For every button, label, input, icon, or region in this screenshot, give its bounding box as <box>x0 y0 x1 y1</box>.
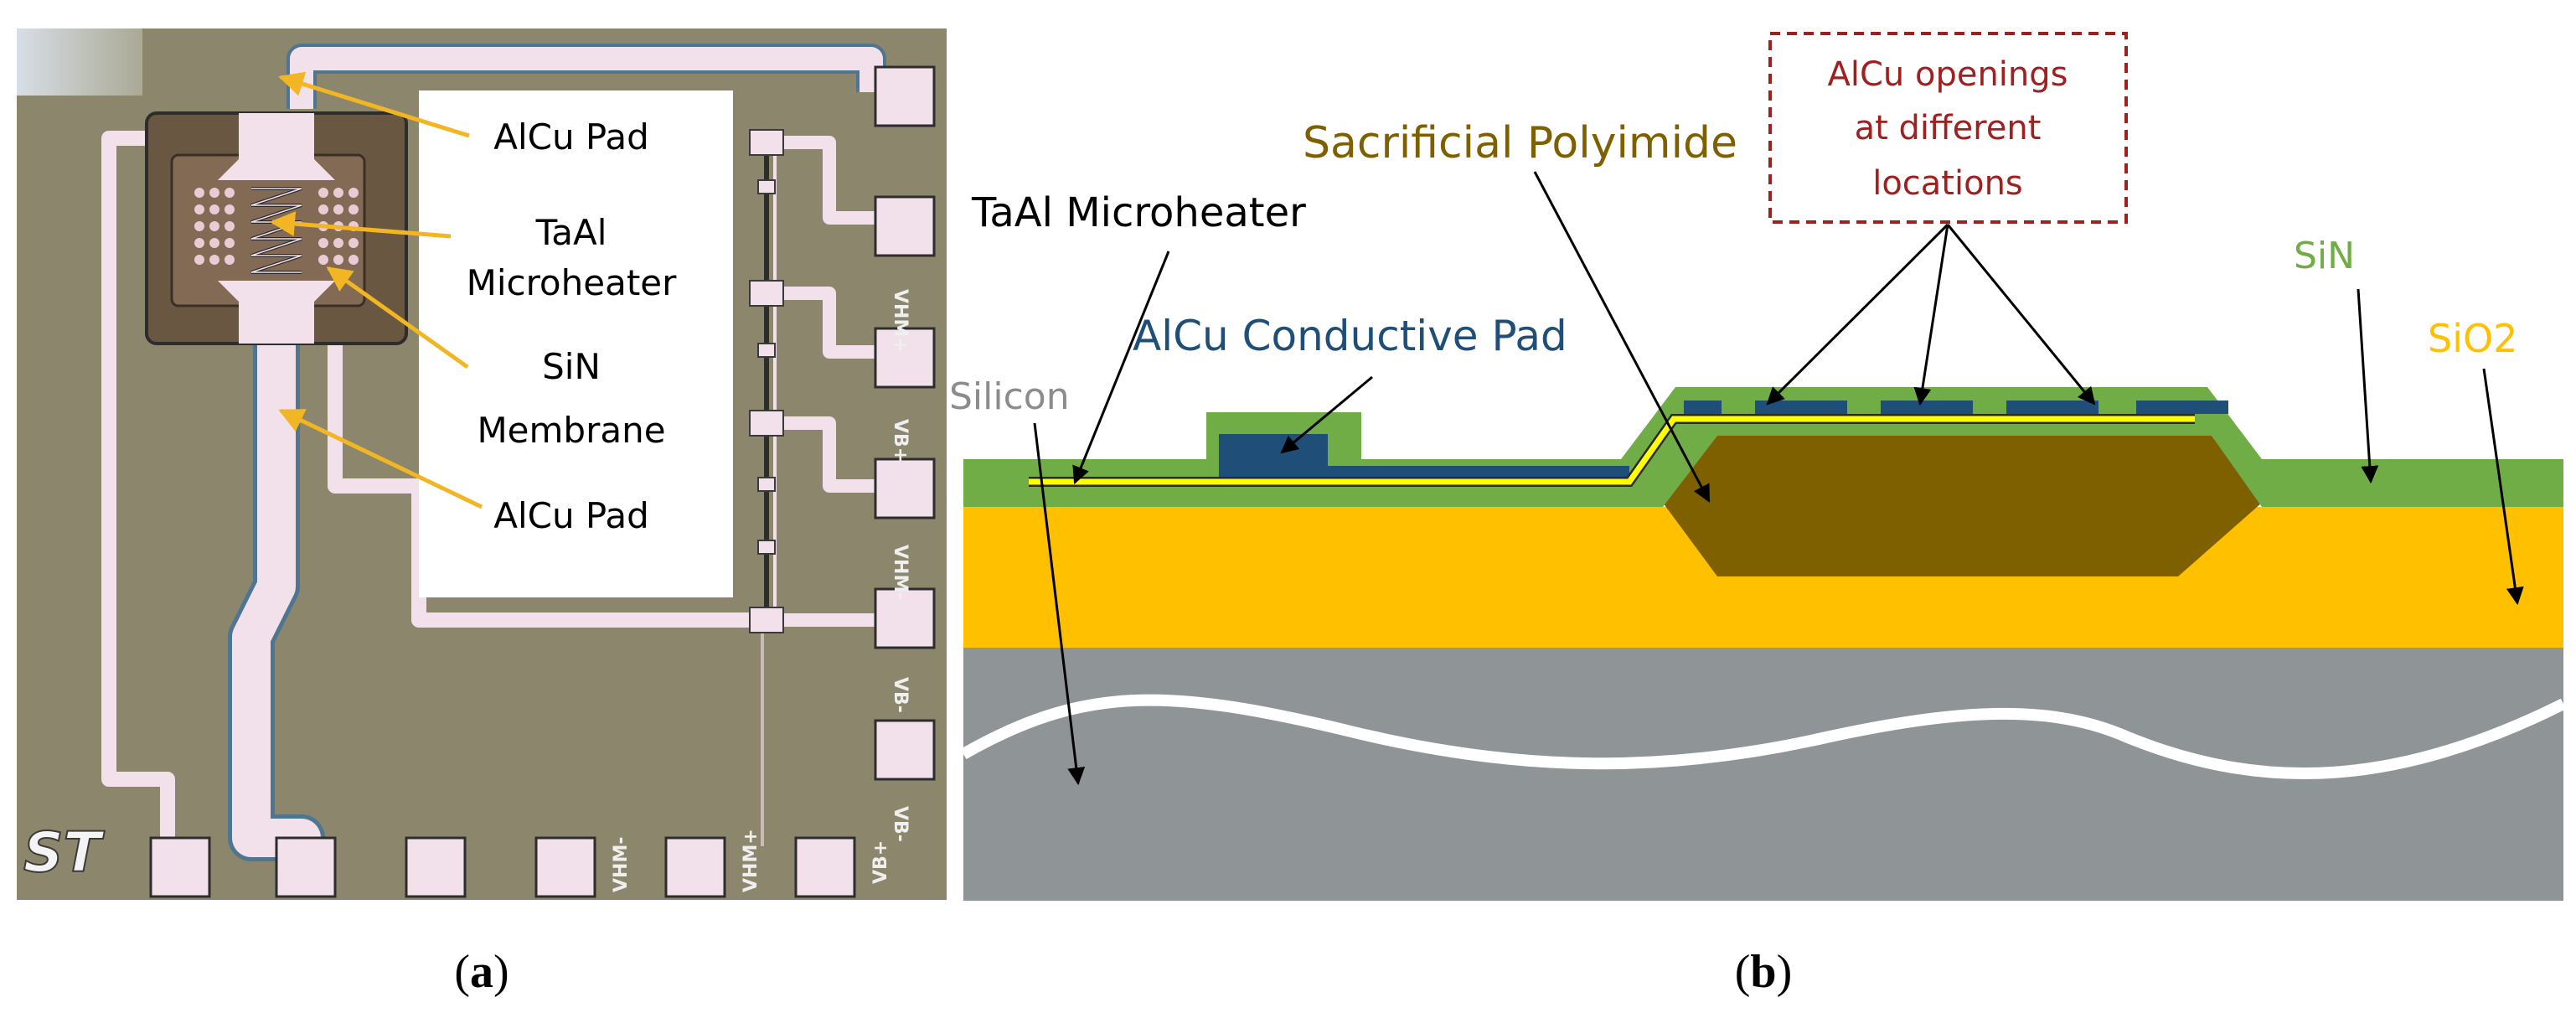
label-sacrificial-polyimide: Sacrificial Polyimide <box>1303 118 1737 168</box>
pin-label-vhm-plus-bottom: VHM+ <box>741 829 761 892</box>
pin-label-vb-plus: VB+ <box>890 419 911 463</box>
pin-label-vhm-minus-bottom: VHM- <box>611 837 632 892</box>
alcu-pad-shape <box>1219 434 1328 478</box>
st-logo: ST <box>23 820 106 885</box>
label-openings-line2: at different <box>1855 109 2042 147</box>
label-openings-line3: locations <box>1872 164 2023 203</box>
label-alcu-pad-top: AlCu Pad <box>493 116 649 158</box>
heater-line <box>1029 416 2195 485</box>
polyimide-layer <box>1663 436 2262 576</box>
label-sin-line1: SiN <box>542 346 601 387</box>
annotation-arrows-b <box>1033 171 2524 786</box>
label-alcu-pad-bottom: AlCu Pad <box>493 495 649 536</box>
label-sin-line2: Membrane <box>477 410 665 451</box>
label-openings-line1: AlCu openings <box>1828 55 2068 94</box>
panel-b-cross-section: TaAl Microheater Sacrificial Polyimide A… <box>949 32 2567 901</box>
caption-b: (b) <box>1735 946 1792 998</box>
serpentine-pads <box>749 129 784 633</box>
pin-label-vb-minus: VB- <box>890 677 911 713</box>
annotation-arrows-a <box>270 71 483 509</box>
label-sio2: SiO2 <box>2428 316 2517 361</box>
label-taal-line1: TaAl <box>535 212 607 253</box>
pin-label-vb-minus-2: VB- <box>890 806 911 842</box>
alcu-lead-shape <box>1328 466 1629 478</box>
label-silicon: Silicon <box>949 375 1070 418</box>
label-box <box>419 90 733 597</box>
bottom-pads <box>149 836 856 898</box>
label-taal-microheater: TaAl Microheater <box>971 189 1306 236</box>
pin-label-vhm-plus: VHM+ <box>890 289 911 353</box>
label-sin: SiN <box>2294 235 2355 277</box>
pin-label-vhm-minus: VHM- <box>890 545 911 600</box>
alcu-openings <box>1684 401 2228 414</box>
label-alcu-conductive-pad: AlCu Conductive Pad <box>1133 312 1567 360</box>
die-corner-glare <box>17 28 142 96</box>
panel-a-micrograph: VHM+ VB+ VHM- VB- VB- VHM- VHM+ VB+ ST A… <box>17 28 947 900</box>
label-taal-line2: Microheater <box>467 262 678 303</box>
substrate-break-line <box>960 694 2567 779</box>
caption-a: (a) <box>454 946 508 998</box>
pin-label-vb-plus-bottom: VB+ <box>870 840 891 884</box>
right-pads <box>874 65 936 781</box>
openings-callout-box <box>1768 32 2128 224</box>
